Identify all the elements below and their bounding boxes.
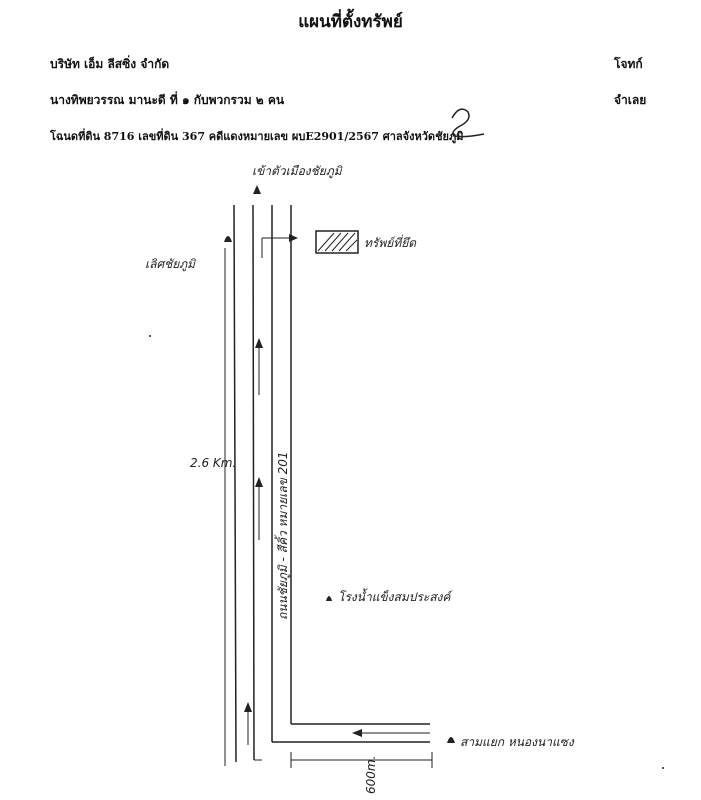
document-title: แผนที่ตั้งทรัพย์	[298, 12, 403, 32]
arrow-to-property-icon	[289, 234, 298, 242]
road-line-1	[233, 204, 237, 763]
signature	[451, 108, 485, 138]
defendant-name: นางทิพยวรรณ มานะดี ที่ ๑ กับพวกรวม ๒ คน	[50, 93, 285, 107]
road-label: ถนนชัยภูมิ - สีคิ้ว หมายเลข 201	[276, 451, 290, 621]
road-arrow-icon	[255, 477, 263, 487]
left-landmark-label: เลิศชัยภูมิ	[145, 257, 196, 271]
landmark-marker-icon	[326, 596, 332, 601]
landmark-marker-icon	[224, 236, 232, 242]
north-arrow-icon	[253, 185, 261, 194]
property-box	[315, 230, 359, 254]
junction-label: สามแยก หนองนาแซง	[460, 735, 574, 749]
case-info: โฉนดที่ดิน 8716 เลขที่ดิน 367 คดีแดงหมาย…	[50, 130, 464, 143]
company-name: บริษัท เอ็ม ลีสซิ่ง จำกัด	[50, 57, 170, 71]
road-arrow-icon	[255, 338, 263, 348]
distance-label: 2.6 Km.	[190, 456, 237, 470]
landmark-marker-icon	[447, 737, 455, 743]
plaintiff-label: โจทก์	[614, 57, 643, 71]
side-road-arrow-icon	[352, 729, 362, 737]
defendant-label: จำเลย	[614, 93, 647, 107]
factory-label: โรงน้ำแข็งสมประสงค์	[338, 590, 451, 604]
road-arrow-icon	[244, 702, 252, 712]
north-direction-label: เข้าตัวเมืองชัยภูมิ	[252, 164, 342, 178]
property-label: ทรัพย์ที่ยึด	[364, 236, 417, 250]
road-line-2	[252, 204, 255, 761]
bottom-distance-label: 600m.	[364, 755, 378, 794]
